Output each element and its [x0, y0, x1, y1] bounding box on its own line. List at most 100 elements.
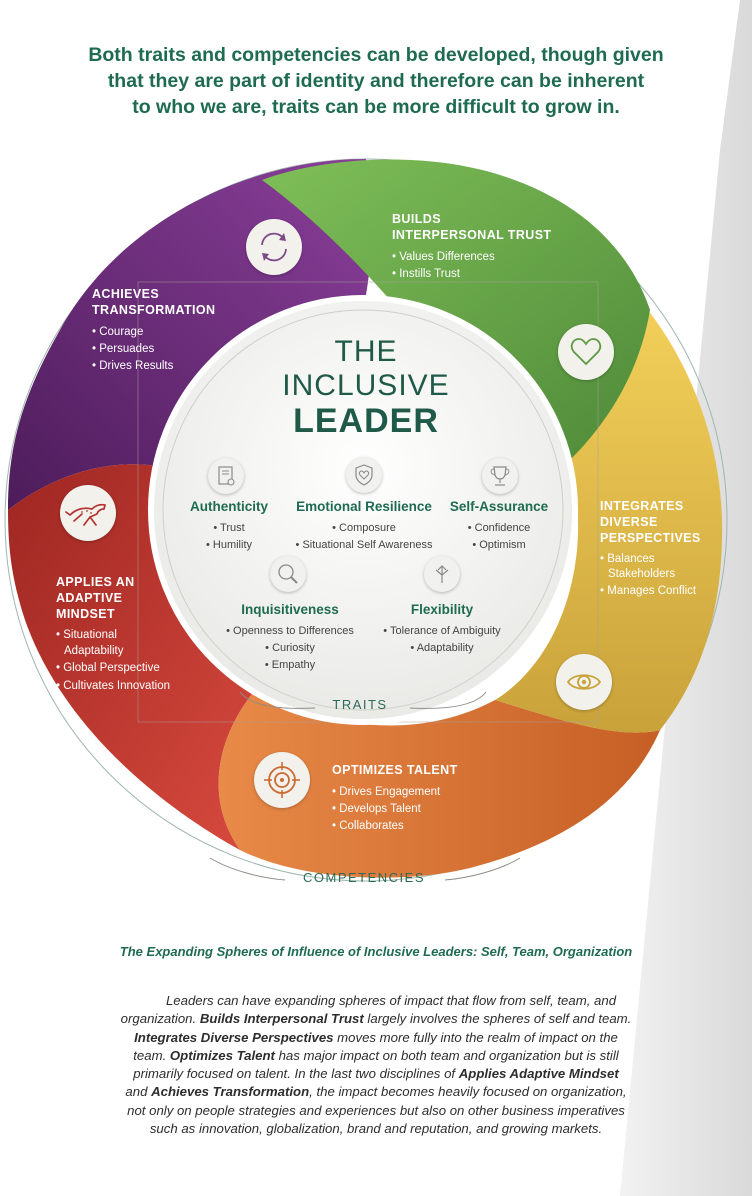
- title-line: TRANSFORMATION: [92, 303, 216, 317]
- paragraph-line: team. Optimizes Talent has major impact …: [50, 1047, 702, 1065]
- trait-bullet: Composure: [284, 520, 444, 537]
- paragraph-line: such as innovation, globalization, brand…: [50, 1120, 702, 1138]
- trait-bullet: Openness to Differences: [212, 623, 368, 640]
- title-line: MINDSET: [56, 607, 116, 621]
- title-line: BUILDS: [392, 212, 441, 226]
- trait-bullet: Trust: [170, 520, 288, 537]
- certificate-icon: [208, 458, 244, 494]
- center-disk-inner-ring: [162, 309, 564, 711]
- center-title-leader: LEADER: [293, 402, 439, 440]
- trait-name: Inquisitiveness: [241, 602, 339, 617]
- competency-title: APPLIES AN ADAPTIVE MINDSET: [56, 574, 196, 622]
- target-icon: [254, 752, 310, 808]
- paragraph-text: such as innovation, globalization, brand…: [149, 1121, 603, 1137]
- paragraph-emphasis: Integrates Diverse Perspectives: [134, 1029, 334, 1045]
- title-line: ACHIEVES: [92, 287, 160, 301]
- competency-bullet: Drives Results: [92, 358, 215, 375]
- paragraph-text: and: [125, 1084, 152, 1100]
- paragraph-line: Integrates Diverse Perspectives moves mo…: [50, 1029, 702, 1047]
- paragraph-text: organization.: [120, 1011, 200, 1027]
- competency-bullet: Courage: [92, 324, 215, 341]
- title-line: ADAPTIVE: [56, 591, 123, 605]
- title-line: PERSPECTIVES: [600, 531, 701, 545]
- paragraph-text: not only on people strategies and experi…: [127, 1102, 625, 1118]
- paragraph-emphasis: Applies Adaptive Mindset: [458, 1066, 619, 1082]
- headline-line: Both traits and competencies can be deve…: [88, 44, 664, 66]
- competency-bullet: Cultivates Innovation: [56, 679, 196, 695]
- competencies-bracket: [209, 857, 521, 881]
- paragraph-line: and Achieves Transformation, the impact …: [50, 1083, 702, 1101]
- paragraph-text: , the impact becomes heavily focused on …: [309, 1084, 627, 1100]
- paragraph-text: team.: [133, 1047, 170, 1063]
- competency-title: OPTIMIZES TALENT: [332, 762, 458, 778]
- title-line: APPLIES AN: [56, 575, 135, 589]
- title-line: INTERPERSONAL TRUST: [392, 228, 552, 242]
- competency-bullet: Global Perspective: [56, 661, 196, 677]
- trait-inquisitiveness: Inquisitiveness Openness to Differences …: [212, 601, 368, 674]
- paragraph-line: Leaders can have expanding spheres of im…: [50, 992, 702, 1010]
- trait-authenticity: Authenticity Trust Humility: [170, 498, 288, 554]
- headline-line: to who we are, traits can be more diffic…: [132, 96, 620, 118]
- competency-bullet: Instills Trust: [392, 266, 551, 283]
- competency-applies-adaptive-mindset: APPLIES AN ADAPTIVE MINDSET Situational …: [56, 574, 196, 694]
- trait-bullet: Optimism: [444, 537, 554, 554]
- competency-bullet: Develops Talent: [332, 801, 458, 818]
- trait-self-assurance: Self-Assurance Confidence Optimism: [444, 498, 554, 554]
- center-title-inclusive: INCLUSIVE: [282, 369, 450, 402]
- competency-bullet: Drives Engagement: [332, 784, 458, 801]
- competency-title: ACHIEVES TRANSFORMATION: [92, 286, 215, 318]
- traits-bracket: [239, 691, 487, 709]
- paragraph-emphasis: Builds Interpersonal Trust: [199, 1011, 364, 1027]
- trait-name: Self-Assurance: [449, 499, 549, 514]
- competency-integrates-diverse-perspectives: INTEGRATES DIVERSE PERSPECTIVES Balances…: [600, 498, 710, 599]
- paragraph-text: has major impact on both team and organi…: [274, 1047, 619, 1063]
- eye-icon: [556, 654, 612, 710]
- title-line: INTEGRATES: [600, 499, 684, 513]
- segment-builds-interpersonal-trust: [262, 159, 650, 460]
- competency-optimizes-talent: OPTIMIZES TALENT Drives Engagement Devel…: [332, 762, 458, 835]
- competency-builds-interpersonal-trust: BUILDS INTERPERSONAL TRUST Values Differ…: [392, 211, 551, 283]
- figure-caption: The Expanding Spheres of Influence of In…: [119, 944, 633, 959]
- paragraph-text: Leaders can have expanding spheres of im…: [165, 993, 617, 1008]
- heart-icon: [558, 324, 614, 380]
- paragraph-text: largely involves the spheres of self and…: [363, 1011, 632, 1027]
- paragraph-line: organization. Builds Interpersonal Trust…: [50, 1010, 702, 1028]
- trait-name: Flexibility: [410, 602, 474, 617]
- shield-heart-icon: [346, 457, 382, 493]
- trait-bullet: Confidence: [444, 520, 554, 537]
- trait-bullet: Situational Self Awareness: [284, 537, 444, 554]
- paragraph-text: moves more fully into the realm of impac…: [333, 1029, 618, 1045]
- cycle-icon: [246, 219, 302, 275]
- paragraph-text: primarily focused on talent. In the last…: [133, 1066, 459, 1082]
- paragraph-line: primarily focused on talent. In the last…: [50, 1065, 702, 1083]
- competency-bullet: Situational Adaptability: [56, 628, 144, 659]
- segment-integrates-diverse-perspectives: [495, 300, 723, 733]
- headline: Both traits and competencies can be deve…: [40, 42, 712, 120]
- paragraph-emphasis: Optimizes Talent: [169, 1047, 275, 1063]
- competency-title: BUILDS INTERPERSONAL TRUST: [392, 211, 551, 243]
- competencies-label: COMPETENCIES: [302, 870, 425, 885]
- title-line: DIVERSE: [600, 515, 658, 529]
- trait-name: Authenticity: [189, 499, 268, 514]
- traits-label: TRAITS: [332, 697, 388, 712]
- trait-bullet: Adaptability: [370, 640, 514, 657]
- trait-bullet: Curiosity: [212, 640, 368, 657]
- arrows-icon: [424, 556, 460, 592]
- cheetah-icon: [60, 485, 116, 541]
- paragraph-line: not only on people strategies and experi…: [50, 1102, 702, 1120]
- trait-name: Emotional Resilience: [296, 499, 432, 514]
- headline-line: that they are part of identity and there…: [107, 70, 645, 92]
- competency-bullet: Balances Stakeholders: [600, 552, 710, 582]
- competency-achieves-transformation: ACHIEVES TRANSFORMATION Courage Persuade…: [92, 286, 215, 375]
- competency-bullet: Collaborates: [332, 818, 458, 835]
- trait-bullet: Empathy: [212, 657, 368, 674]
- title-line: OPTIMIZES TALENT: [332, 763, 458, 777]
- competency-bullet: Manages Conflict: [600, 584, 710, 599]
- competency-bullet: Persuades: [92, 341, 215, 358]
- competency-title: INTEGRATES DIVERSE PERSPECTIVES: [600, 498, 710, 546]
- trait-flexibility: Flexibility Tolerance of Ambiguity Adapt…: [370, 601, 514, 657]
- trait-bullet: Tolerance of Ambiguity: [370, 623, 514, 640]
- trait-emotional-resilience: Emotional Resilience Composure Situation…: [284, 498, 444, 554]
- center-disk: [148, 295, 578, 725]
- trophy-icon: [482, 458, 518, 494]
